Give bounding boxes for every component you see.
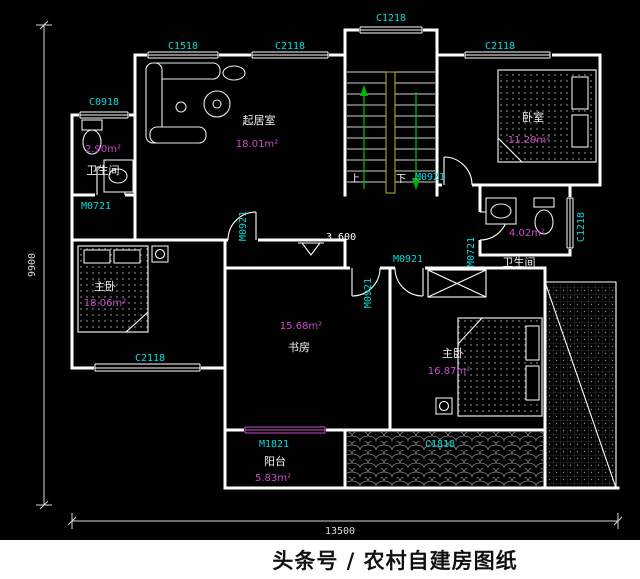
area-bedroom-top: 11.29m² bbox=[508, 135, 550, 146]
label-window-bedroom-top: C2118 bbox=[485, 41, 515, 52]
area-bath-right: 4.02m² bbox=[509, 228, 545, 239]
room-master-left: 主卧 bbox=[94, 280, 116, 293]
watermark-text: 头条号 / 农村自建房图纸 bbox=[272, 548, 518, 573]
pillow bbox=[571, 76, 589, 110]
area-living: 18.01m² bbox=[236, 139, 278, 150]
pillow bbox=[525, 365, 540, 401]
nightstand bbox=[435, 397, 453, 415]
room-labels: 2.90m² 卫生间 起居室 18.01m² 卧室 11.29m² 4.02m²… bbox=[84, 110, 550, 484]
toilet-tank bbox=[533, 197, 555, 208]
wardrobe bbox=[427, 269, 487, 298]
bathroom-right-fixtures bbox=[485, 197, 555, 235]
area-master-right: 16.87m² bbox=[428, 366, 470, 377]
nightstand bbox=[151, 245, 169, 263]
label-window-living-1: C1518 bbox=[168, 41, 198, 52]
pillow bbox=[525, 325, 540, 361]
sink bbox=[108, 168, 128, 184]
pillow bbox=[571, 114, 589, 148]
dimension-bottom-value: 13500 bbox=[325, 526, 355, 537]
label-window-bath-left: C0918 bbox=[89, 97, 119, 108]
label-door-bath-left: M0721 bbox=[81, 201, 111, 212]
toilet bbox=[534, 209, 554, 235]
sink bbox=[490, 203, 512, 219]
room-bath-right: 卫生间 bbox=[503, 255, 536, 269]
pillow bbox=[83, 249, 111, 264]
area-master-left: 18.06m² bbox=[84, 298, 126, 309]
room-master-right: 主卧 bbox=[442, 347, 464, 360]
area-balcony: 5.83m² bbox=[255, 473, 291, 484]
elevation-marker: 3.600 bbox=[298, 232, 356, 256]
pillow bbox=[113, 249, 141, 264]
stairs bbox=[347, 71, 435, 194]
room-living: 起居室 bbox=[243, 113, 276, 127]
stair-rail bbox=[385, 71, 396, 194]
bed-master-left bbox=[77, 245, 169, 333]
label-window-roof: C1818 bbox=[425, 439, 455, 450]
area-study: 15.68m² bbox=[280, 321, 322, 332]
code-labels: C1218 C1518 C2118 C2118 C0918 M0721 M092… bbox=[81, 13, 587, 450]
label-window-master-left: C2118 bbox=[135, 353, 165, 364]
label-door-study: M0921 bbox=[363, 278, 374, 308]
room-bath-left: 卫生间 bbox=[87, 163, 120, 177]
bed-bedroom-top bbox=[497, 69, 597, 163]
elevation-value: 3.600 bbox=[326, 232, 356, 243]
side-table bbox=[222, 65, 246, 81]
stair-down-label: 下 bbox=[396, 174, 406, 185]
plant bbox=[175, 101, 187, 113]
windows bbox=[79, 25, 575, 435]
dimension-left-value: 9900 bbox=[27, 253, 38, 277]
terrace-hatch bbox=[544, 281, 617, 489]
label-door-master-right: M0921 bbox=[393, 254, 423, 265]
stair-up-label: 上 bbox=[350, 173, 360, 185]
label-door-bedroom-top: M0921 bbox=[415, 172, 445, 183]
label-door-master-left: M0921 bbox=[238, 211, 249, 241]
label-window-bath-right: C1218 bbox=[576, 212, 587, 242]
dimension-bottom: 13500 bbox=[67, 513, 623, 537]
room-study: 书房 bbox=[288, 341, 310, 354]
room-balcony: 阳台 bbox=[264, 454, 286, 468]
floor-plan-svg: 3.600 9900 13500 C1218 C1518 C2118 C2118… bbox=[27, 13, 623, 537]
room-bedroom-top: 卧室 bbox=[522, 110, 544, 124]
sofa-set bbox=[145, 62, 246, 144]
dimension-left: 9900 bbox=[27, 20, 52, 510]
area-bath-left: 2.90m² bbox=[85, 144, 121, 155]
roof-tile-hatch bbox=[347, 432, 543, 486]
toilet-tank bbox=[81, 119, 103, 131]
label-window-living-2: C2118 bbox=[275, 41, 305, 52]
bed-master-right bbox=[435, 317, 543, 417]
watermark-bar: 头条号 / 农村自建房图纸 bbox=[0, 540, 640, 579]
label-window-stair-top: C1218 bbox=[376, 13, 406, 24]
label-door-balcony: M1821 bbox=[259, 439, 289, 450]
toilet bbox=[82, 129, 102, 155]
label-door-bath-right: M0721 bbox=[466, 237, 477, 267]
bathroom-left-fixtures bbox=[81, 119, 134, 193]
